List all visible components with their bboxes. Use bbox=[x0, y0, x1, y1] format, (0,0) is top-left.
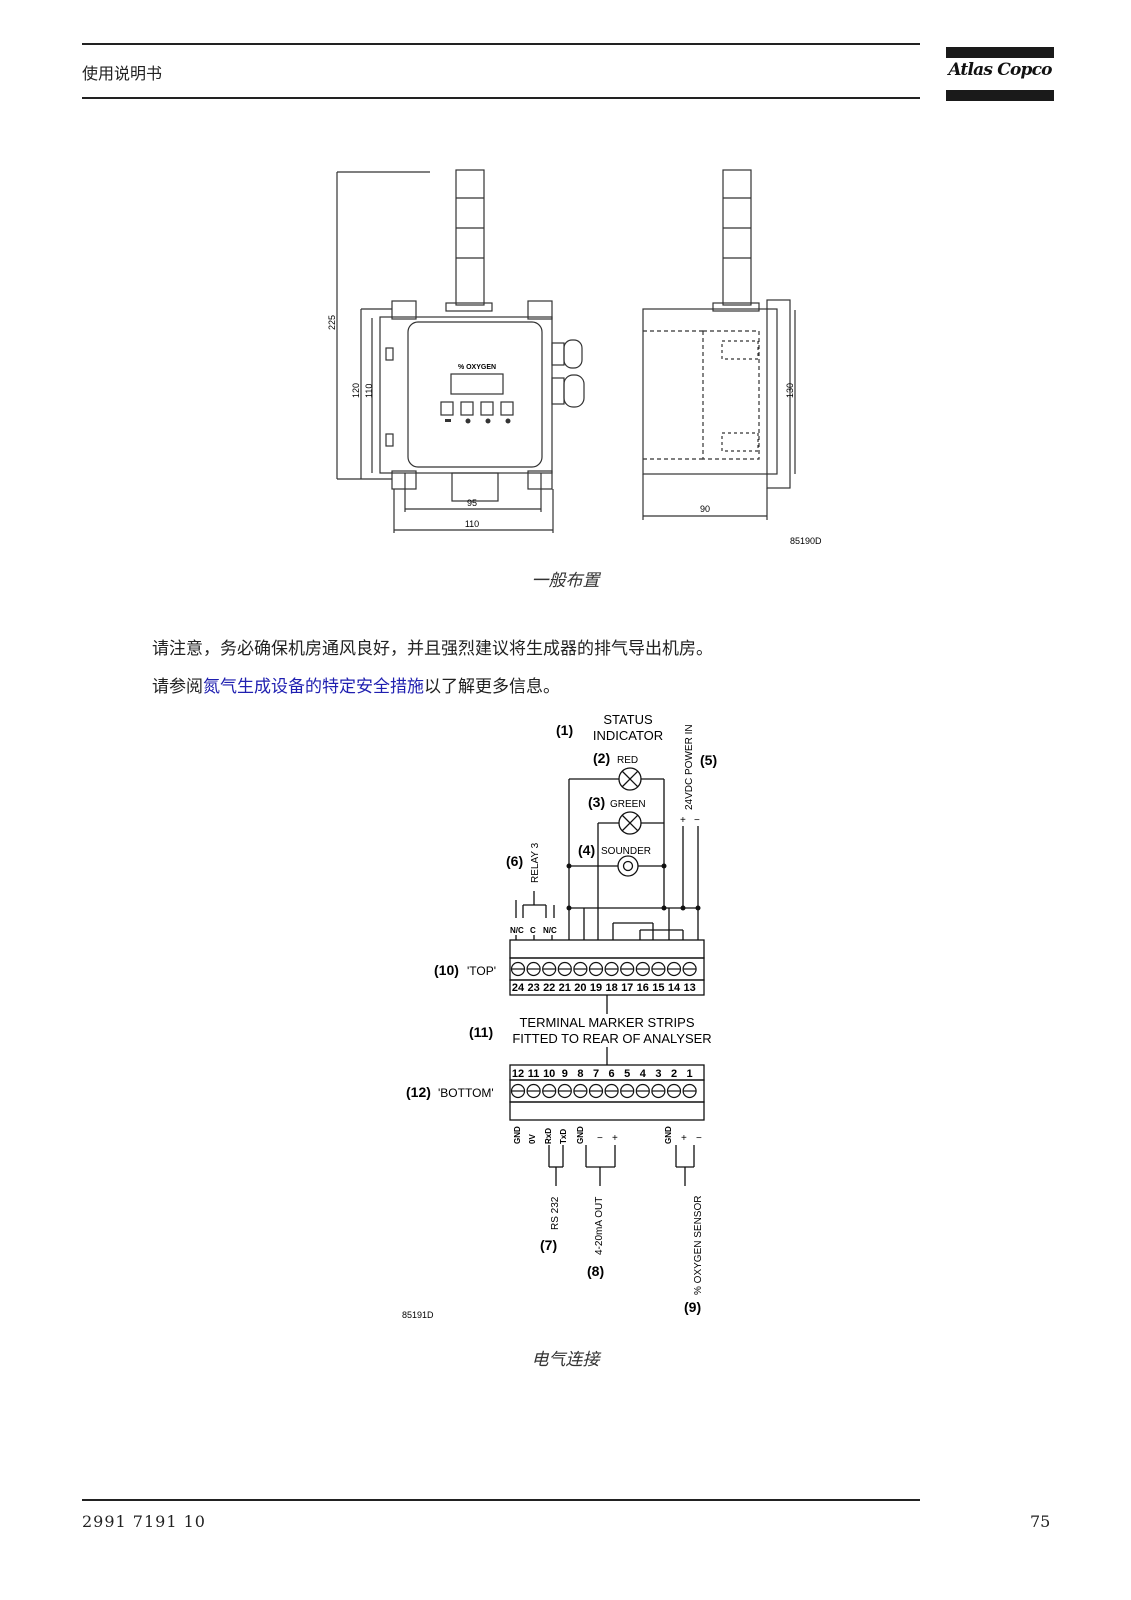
figure2-caption: 电气连接 bbox=[531, 1350, 600, 1370]
terminal-number: 6 bbox=[609, 1068, 615, 1080]
label-n10: (10) bbox=[434, 962, 459, 978]
terminal-number: 12 bbox=[512, 1068, 524, 1080]
label-nc2: N/C bbox=[543, 926, 557, 935]
terminal-number: 4 bbox=[640, 1068, 647, 1080]
figure2-code: 85191D bbox=[402, 1310, 434, 1320]
dim-225: 225 bbox=[327, 315, 337, 330]
figure1-code: 85190D bbox=[790, 536, 822, 546]
bottom-terminal-row bbox=[510, 1083, 697, 1099]
term-gnd3: GND bbox=[664, 1126, 673, 1144]
terminal-number: 16 bbox=[637, 982, 649, 994]
label-n8: (8) bbox=[587, 1263, 604, 1279]
label-n6: (6) bbox=[506, 853, 523, 869]
terminal-number: 22 bbox=[543, 982, 555, 994]
label-status: STATUS bbox=[603, 712, 653, 727]
panel-label: % OXYGEN bbox=[458, 364, 496, 371]
label-marker1: TERMINAL MARKER STRIPS bbox=[519, 1015, 694, 1030]
safety-link[interactable]: 氮气生成设备的特定安全措施 bbox=[203, 677, 424, 697]
document-number: 2991 7191 10 bbox=[82, 1512, 206, 1531]
terminal-number: 15 bbox=[652, 982, 664, 994]
general-layout-drawing: % OXYGEN 225 120 110 95 110 90 130 85190… bbox=[327, 169, 822, 546]
terminal-number: 3 bbox=[655, 1068, 661, 1080]
term-rxd: RxD bbox=[544, 1128, 553, 1144]
label-n11: (11) bbox=[469, 1024, 493, 1040]
label-sounder: SOUNDER bbox=[601, 846, 651, 857]
term-gnd1: GND bbox=[513, 1126, 522, 1144]
figure1-caption: 一般布置 bbox=[531, 571, 600, 591]
terminal-number: 1 bbox=[687, 1068, 693, 1080]
dim-110-vertical: 110 bbox=[364, 384, 374, 398]
terminal-number: 17 bbox=[621, 982, 633, 994]
header-title: 使用说明书 bbox=[82, 64, 163, 83]
terminal-number: 24 bbox=[512, 982, 525, 994]
term-minus2: − bbox=[696, 1133, 702, 1144]
dim-120: 120 bbox=[351, 383, 361, 398]
terminal-number: 18 bbox=[605, 982, 617, 994]
label-rs232: RS 232 bbox=[550, 1196, 561, 1230]
label-n5: (5) bbox=[700, 752, 717, 768]
terminal-number: 11 bbox=[528, 1068, 540, 1080]
terminal-number: 2 bbox=[671, 1068, 677, 1080]
label-relay: RELAY 3 bbox=[530, 842, 541, 883]
atlas-copco-logo: Atlas Copco bbox=[946, 47, 1054, 101]
dim-110-horizontal: 110 bbox=[465, 519, 479, 529]
label-top: 'TOP' bbox=[467, 964, 496, 978]
page-number: 75 bbox=[1030, 1512, 1051, 1531]
term-gnd2: GND bbox=[576, 1126, 585, 1144]
terminal-number: 20 bbox=[574, 982, 586, 994]
term-txd: TxD bbox=[559, 1129, 568, 1144]
label-green: GREEN bbox=[610, 799, 646, 810]
terminal-number: 13 bbox=[683, 982, 695, 994]
label-out420: 4-20mA OUT bbox=[594, 1197, 605, 1255]
label-power-minus: − bbox=[694, 815, 700, 826]
label-sensor: % OXYGEN SENSOR bbox=[693, 1196, 704, 1295]
terminal-number: 7 bbox=[593, 1068, 599, 1080]
label-n12: (12) bbox=[406, 1084, 431, 1100]
paragraph-ventilation: 请注意，务必确保机房通风良好，并且强烈建议将生成器的排气导出机房。 bbox=[152, 639, 713, 659]
terminal-number: 5 bbox=[624, 1068, 630, 1080]
term-plus1: + bbox=[612, 1133, 618, 1144]
term-0v: 0V bbox=[528, 1134, 537, 1144]
terminal-number: 10 bbox=[543, 1068, 555, 1080]
dim-90: 90 bbox=[700, 504, 710, 514]
label-n7: (7) bbox=[540, 1237, 557, 1253]
label-c: C bbox=[530, 926, 536, 935]
terminal-number: 21 bbox=[559, 982, 571, 994]
term-minus1: − bbox=[597, 1133, 603, 1144]
terminal-number: 23 bbox=[527, 982, 539, 994]
label-red: RED bbox=[617, 755, 638, 766]
label-bottom: 'BOTTOM' bbox=[438, 1086, 494, 1100]
header-bottom-rule bbox=[82, 97, 920, 99]
terminal-number: 14 bbox=[668, 982, 681, 994]
terminal-number: 9 bbox=[562, 1068, 568, 1080]
dim-95: 95 bbox=[467, 498, 477, 508]
paragraph-reference: 请参阅氮气生成设备的特定安全措施以了解更多信息。 bbox=[152, 677, 560, 697]
dim-130: 130 bbox=[785, 383, 795, 398]
header-top-rule bbox=[82, 43, 920, 45]
label-n3: (3) bbox=[588, 794, 605, 810]
label-n1: (1) bbox=[556, 722, 573, 738]
top-terminal-row bbox=[510, 961, 697, 977]
footer-rule bbox=[82, 1499, 920, 1501]
label-n9: (9) bbox=[684, 1299, 701, 1315]
terminal-number: 19 bbox=[590, 982, 602, 994]
label-n4: (4) bbox=[578, 842, 595, 858]
label-nc1: N/C bbox=[510, 926, 524, 935]
terminal-number: 8 bbox=[577, 1068, 583, 1080]
term-plus2: + bbox=[681, 1133, 687, 1144]
label-indicator: INDICATOR bbox=[593, 728, 663, 743]
label-power-plus: + bbox=[680, 815, 686, 826]
label-power: 24VDC POWER IN bbox=[684, 724, 695, 810]
label-n2: (2) bbox=[593, 750, 610, 766]
label-marker2: FITTED TO REAR OF ANALYSER bbox=[512, 1031, 711, 1046]
